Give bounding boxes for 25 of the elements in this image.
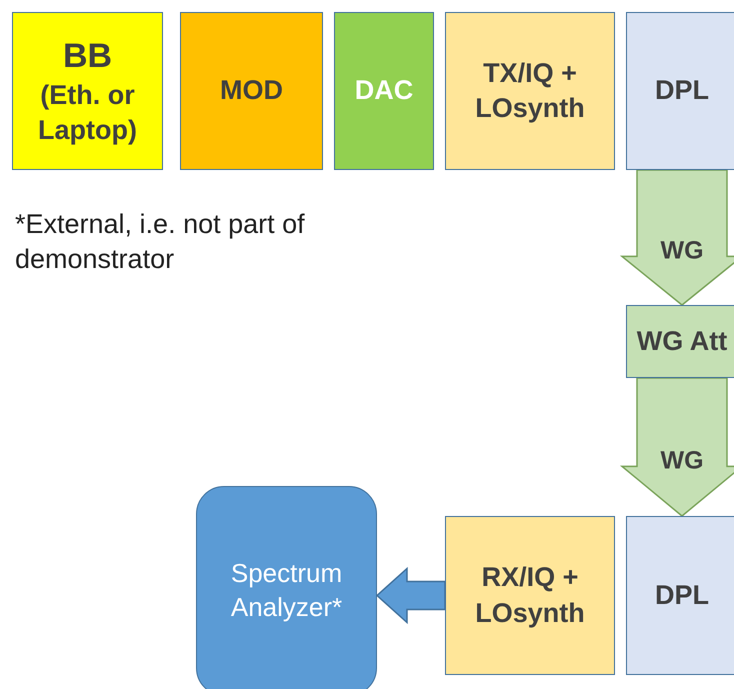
box-label: DPL (655, 74, 709, 108)
edge-label: WG (660, 448, 704, 474)
box-label: WG Att (636, 324, 728, 358)
box-label: DPL (655, 578, 709, 612)
block-box (626, 12, 734, 170)
edge-label: WG (660, 238, 704, 264)
box-label: (Eth. or Laptop) (37, 79, 138, 148)
box-label: Spectrum Analyzer* (230, 557, 344, 624)
block-box (12, 12, 163, 170)
block-arrow (620, 377, 734, 517)
block-box (445, 12, 615, 170)
block-box (626, 516, 734, 675)
block-arrow (376, 566, 446, 624)
box-label: TX/IQ + LOsynth (474, 56, 586, 125)
rounded-box (196, 486, 377, 689)
block-box (445, 516, 615, 675)
block-box (626, 305, 734, 378)
block-arrow (620, 169, 734, 306)
box-label: DAC (354, 74, 414, 108)
block-box (180, 12, 323, 170)
box-heading: BB (62, 36, 112, 77)
box-label: MOD (220, 74, 283, 108)
box-label: RX/IQ + LOsynth (474, 561, 586, 630)
footnote: *External, i.e. not part of demonstrator (15, 208, 306, 276)
block-box (334, 12, 434, 170)
